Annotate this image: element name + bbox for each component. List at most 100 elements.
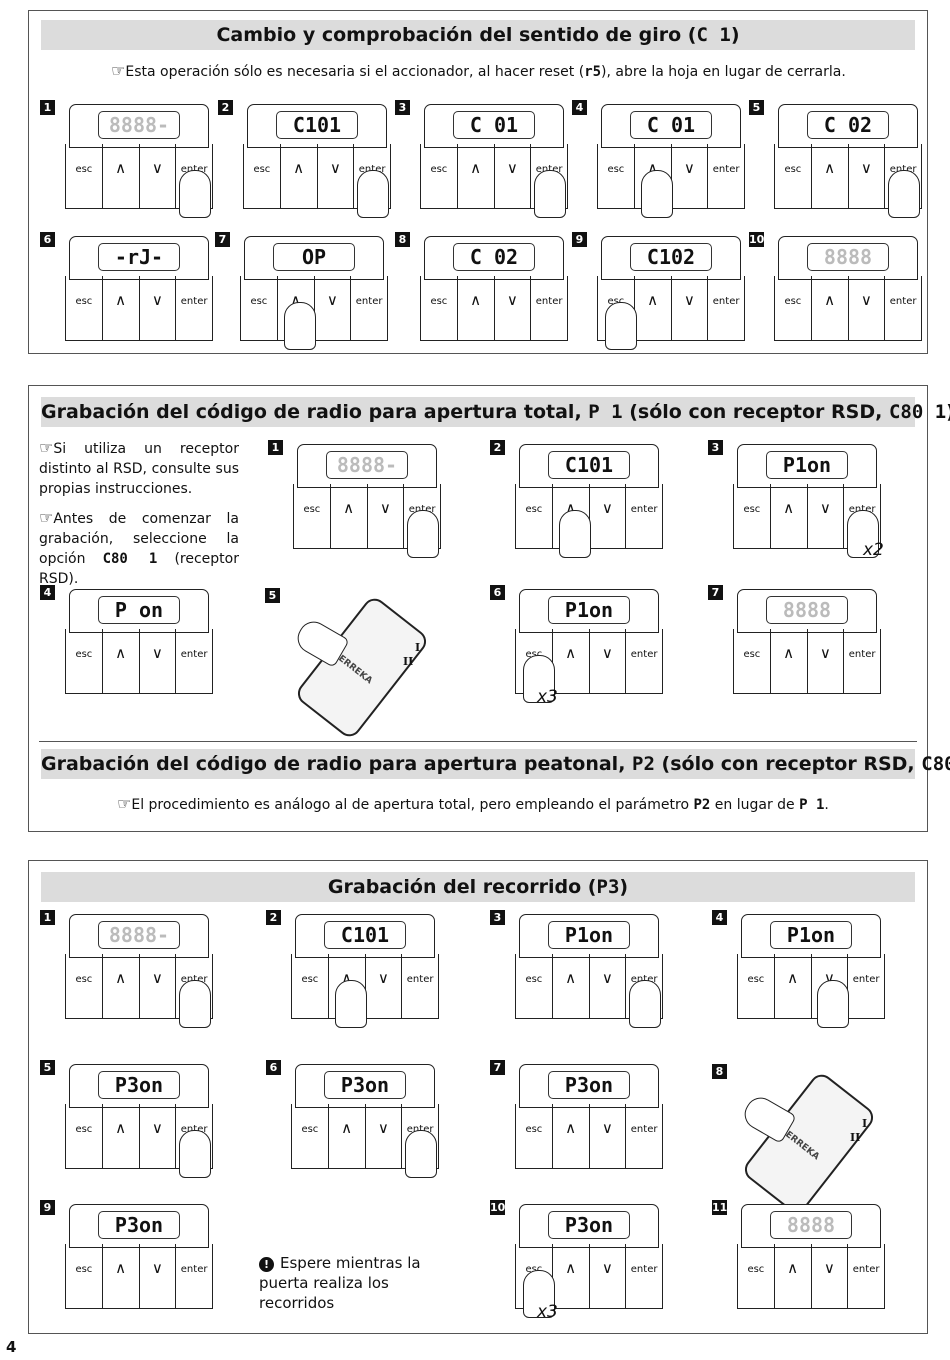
enter-button[interactable]: enter: [403, 484, 440, 548]
up-button[interactable]: ∧: [101, 954, 139, 1018]
enter-button[interactable]: enter: [401, 1104, 438, 1168]
up-button[interactable]: ∧: [773, 1244, 811, 1308]
down-button[interactable]: ∨: [138, 1244, 176, 1308]
esc-button[interactable]: esc: [75, 649, 93, 660]
enter-button[interactable]: enter: [175, 954, 212, 1018]
enter-button[interactable]: enter: [530, 144, 567, 208]
enter-button[interactable]: enter: [707, 144, 744, 208]
down-button[interactable]: ∨: [588, 1244, 626, 1308]
esc-button[interactable]: esc: [430, 164, 448, 175]
up-button[interactable]: ∧: [101, 629, 139, 693]
down-button[interactable]: ∨: [847, 144, 885, 208]
up-button[interactable]: ∧: [279, 144, 317, 208]
down-button[interactable]: ∨: [670, 144, 708, 208]
esc-button[interactable]: esc: [75, 296, 93, 307]
down-button[interactable]: ∨: [364, 1104, 402, 1168]
enter-button[interactable]: enter: [175, 276, 212, 340]
up-button[interactable]: ∧: [101, 1244, 139, 1308]
esc-button[interactable]: esc: [75, 974, 93, 985]
enter-button[interactable]: enter: [847, 954, 884, 1018]
enter-button[interactable]: enter: [884, 144, 921, 208]
esc-button[interactable]: esc: [303, 504, 321, 515]
down-button[interactable]: ∨: [588, 1104, 626, 1168]
esc-button[interactable]: esc: [743, 504, 761, 515]
up-button[interactable]: ∧: [810, 276, 848, 340]
up-button[interactable]: ∧: [276, 276, 314, 340]
down-button[interactable]: ∨: [810, 1244, 848, 1308]
up-button[interactable]: ∧: [551, 484, 589, 548]
down-button[interactable]: ∨: [493, 276, 531, 340]
down-button[interactable]: ∨: [847, 276, 885, 340]
down-button[interactable]: ∨: [138, 144, 176, 208]
up-button[interactable]: ∧: [456, 144, 494, 208]
enter-button[interactable]: enter: [353, 144, 390, 208]
up-button[interactable]: ∧: [551, 954, 589, 1018]
esc-button[interactable]: esc: [75, 1264, 93, 1275]
esc-button[interactable]: esc: [516, 629, 552, 693]
esc-button[interactable]: esc: [747, 974, 765, 985]
down-button[interactable]: ∨: [588, 954, 626, 1018]
enter-button[interactable]: enter: [625, 954, 662, 1018]
esc-button[interactable]: esc: [747, 1264, 765, 1275]
down-button[interactable]: ∨: [810, 954, 848, 1018]
esc-button[interactable]: esc: [75, 164, 93, 175]
enter-button[interactable]: enter: [175, 1104, 212, 1168]
enter-button[interactable]: enter: [530, 276, 567, 340]
down-button[interactable]: ∨: [364, 954, 402, 1018]
enter-button[interactable]: enter: [625, 629, 662, 693]
up-button[interactable]: ∧: [101, 144, 139, 208]
up-button[interactable]: ∧: [633, 144, 671, 208]
down-button[interactable]: ∨: [670, 276, 708, 340]
up-button[interactable]: ∧: [101, 276, 139, 340]
down-button[interactable]: ∨: [138, 276, 176, 340]
esc-button[interactable]: esc: [301, 1124, 319, 1135]
esc-button[interactable]: esc: [598, 276, 634, 340]
down-button[interactable]: ∨: [806, 629, 844, 693]
down-button[interactable]: ∨: [588, 484, 626, 548]
esc-button[interactable]: esc: [525, 1124, 543, 1135]
esc-button[interactable]: esc: [784, 296, 802, 307]
enter-button[interactable]: enter: [401, 954, 438, 1018]
esc-button[interactable]: esc: [75, 1124, 93, 1135]
esc-button[interactable]: esc: [516, 1244, 552, 1308]
down-button[interactable]: ∨: [138, 954, 176, 1018]
enter-button[interactable]: enter: [847, 1244, 884, 1308]
esc-button[interactable]: esc: [607, 164, 625, 175]
enter-button[interactable]: enter: [843, 484, 880, 548]
enter-button[interactable]: enter: [350, 276, 387, 340]
down-button[interactable]: ∨: [806, 484, 844, 548]
down-button[interactable]: ∨: [138, 629, 176, 693]
enter-button[interactable]: enter: [625, 1244, 662, 1308]
esc-button[interactable]: esc: [253, 164, 271, 175]
up-button[interactable]: ∧: [810, 144, 848, 208]
up-button[interactable]: ∧: [769, 629, 807, 693]
up-button[interactable]: ∧: [551, 1104, 589, 1168]
down-button[interactable]: ∨: [313, 276, 351, 340]
enter-button[interactable]: enter: [625, 484, 662, 548]
up-button[interactable]: ∧: [633, 276, 671, 340]
esc-button[interactable]: esc: [525, 504, 543, 515]
enter-button[interactable]: enter: [175, 1244, 212, 1308]
up-button[interactable]: ∧: [327, 1104, 365, 1168]
up-button[interactable]: ∧: [327, 954, 365, 1018]
esc-button[interactable]: esc: [250, 296, 268, 307]
up-button[interactable]: ∧: [329, 484, 367, 548]
down-button[interactable]: ∨: [366, 484, 404, 548]
enter-button[interactable]: enter: [175, 144, 212, 208]
enter-button[interactable]: enter: [175, 629, 212, 693]
esc-button[interactable]: esc: [525, 974, 543, 985]
down-button[interactable]: ∨: [316, 144, 354, 208]
esc-button[interactable]: esc: [301, 974, 319, 985]
enter-button[interactable]: enter: [843, 629, 880, 693]
down-button[interactable]: ∨: [138, 1104, 176, 1168]
enter-button[interactable]: enter: [625, 1104, 662, 1168]
up-button[interactable]: ∧: [101, 1104, 139, 1168]
esc-button[interactable]: esc: [743, 649, 761, 660]
up-button[interactable]: ∧: [456, 276, 494, 340]
enter-button[interactable]: enter: [884, 276, 921, 340]
down-button[interactable]: ∨: [588, 629, 626, 693]
esc-button[interactable]: esc: [784, 164, 802, 175]
down-button[interactable]: ∨: [493, 144, 531, 208]
up-button[interactable]: ∧: [551, 1244, 589, 1308]
up-button[interactable]: ∧: [551, 629, 589, 693]
